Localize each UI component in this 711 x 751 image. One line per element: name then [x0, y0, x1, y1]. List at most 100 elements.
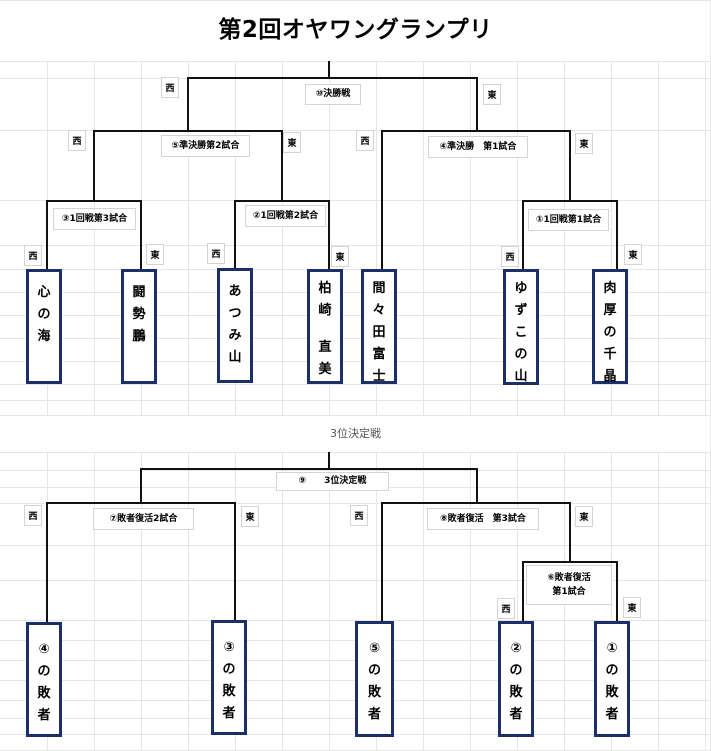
match7-label: ⑦敗者復活2試合 — [93, 508, 194, 530]
round1-match2-label: ②1回戦第2試合 — [245, 205, 326, 227]
name-character: 士 — [372, 369, 386, 384]
name-character: 者 — [37, 708, 51, 723]
name-character: 直 — [318, 340, 332, 355]
m8-east-leg — [569, 502, 571, 562]
name-character: 々 — [372, 303, 386, 318]
name-character: の — [37, 307, 51, 322]
east-marker: 東 — [283, 132, 301, 153]
m9-bar — [140, 468, 478, 470]
name-character: 厚 — [603, 303, 617, 318]
final-east-leg — [476, 77, 478, 130]
loser-entry-card: ③ の敗者 — [211, 620, 247, 735]
m6-west-leg — [522, 561, 524, 623]
name-character: 敗 — [605, 685, 619, 700]
west-marker: 西 — [24, 505, 42, 526]
name-character: の — [605, 663, 619, 678]
loser-entry-card: ② の敗者 — [498, 621, 534, 737]
name-character: 海 — [37, 329, 51, 344]
east-marker: 東 — [575, 133, 593, 154]
player-card: あつみ山 — [217, 268, 253, 383]
name-character: ず — [514, 303, 528, 318]
west-marker: 西 — [207, 243, 225, 264]
round1-match1-label: ①1回戦第1試合 — [528, 209, 609, 231]
name-character: ② — [510, 641, 522, 656]
name-character: 闘 — [132, 285, 146, 300]
name-character: 敗 — [222, 684, 236, 699]
name-character: ⑤ — [368, 641, 380, 656]
match8-label: ⑧敗者復活 第3試合 — [427, 508, 539, 530]
r1m3-east-leg — [140, 200, 142, 269]
final-match-label: ⑩決勝戦 — [305, 84, 361, 105]
match6-label-line1: ⑥敗者復活 — [547, 572, 591, 583]
m9-east-leg — [476, 468, 478, 503]
name-character: の — [367, 663, 381, 678]
semi1-bar — [381, 130, 571, 132]
name-character: 山 — [228, 350, 242, 365]
name-character: 者 — [509, 707, 523, 722]
west-marker: 西 — [68, 130, 86, 151]
loser-entry-card: ① の敗者 — [594, 621, 630, 737]
name-character: 心 — [37, 285, 51, 300]
r1m2-east-leg — [328, 200, 330, 269]
west-marker: 西 — [161, 77, 179, 98]
east-marker: 東 — [575, 506, 593, 527]
east-marker: 東 — [331, 246, 349, 267]
name-character: 柏 — [318, 281, 332, 296]
name-character: 者 — [222, 706, 236, 721]
name-character: ③ — [223, 640, 235, 655]
name-character: の — [222, 662, 236, 677]
r1m3-west-leg — [46, 200, 48, 269]
m8-bar — [381, 502, 571, 504]
player-card: ゆずこの山 — [503, 269, 539, 385]
player-card: 柏崎直美 — [307, 269, 343, 384]
name-character: 勢 — [132, 307, 146, 322]
m8-west-leg — [381, 502, 383, 623]
final-stem — [328, 61, 330, 77]
name-character: 美 — [318, 362, 332, 377]
west-marker: 西 — [501, 246, 519, 267]
semi1-east-leg — [569, 130, 571, 201]
semifinal-1-label: ④準決勝 第1試合 — [428, 136, 528, 158]
third-place-section-title: 3位決定戦 — [330, 427, 381, 440]
name-character: 敗 — [509, 685, 523, 700]
match9-label: ⑨ 3位決定戦 — [276, 472, 389, 491]
final-west-leg — [187, 77, 189, 130]
name-character: 鵬 — [132, 329, 146, 344]
name-character: 千 — [603, 347, 617, 362]
m7-east-leg — [234, 502, 236, 621]
semifinal-2-label: ⑤準決勝第2試合 — [161, 135, 250, 157]
name-character: 敗 — [37, 686, 51, 701]
name-character: 崎 — [318, 303, 332, 318]
r1m3-bar — [46, 200, 142, 202]
name-character: み — [228, 328, 242, 343]
name-character: の — [509, 663, 523, 678]
name-character: 間 — [372, 281, 386, 296]
name-character: つ — [228, 306, 242, 321]
name-character: の — [37, 664, 51, 679]
m9-west-leg — [140, 468, 142, 503]
name-character: ④ — [38, 642, 50, 657]
east-marker: 東 — [483, 84, 501, 105]
r1m1-bar — [522, 200, 618, 202]
r1m1-east-leg — [616, 200, 618, 269]
name-character: ゆ — [514, 281, 528, 296]
m9-stem — [328, 452, 330, 469]
player-card: 肉厚の千晶 — [592, 269, 628, 384]
m6-bar — [522, 561, 618, 563]
east-marker: 東 — [241, 506, 259, 527]
west-marker: 西 — [497, 598, 515, 619]
name-character: の — [514, 347, 528, 362]
name-character: 田 — [372, 325, 386, 340]
match6-label: ⑥敗者復活 第1試合 — [526, 565, 612, 605]
r1m1-west-leg — [522, 200, 524, 269]
east-marker: 東 — [623, 597, 641, 618]
name-character: 富 — [372, 347, 386, 362]
name-character: ① — [606, 641, 618, 656]
semi2-east-leg — [281, 130, 283, 201]
m7-bar — [46, 502, 235, 504]
semi2-bar — [93, 130, 283, 132]
name-character: 者 — [605, 707, 619, 722]
final-bar — [187, 77, 478, 79]
name-character: こ — [514, 325, 528, 340]
